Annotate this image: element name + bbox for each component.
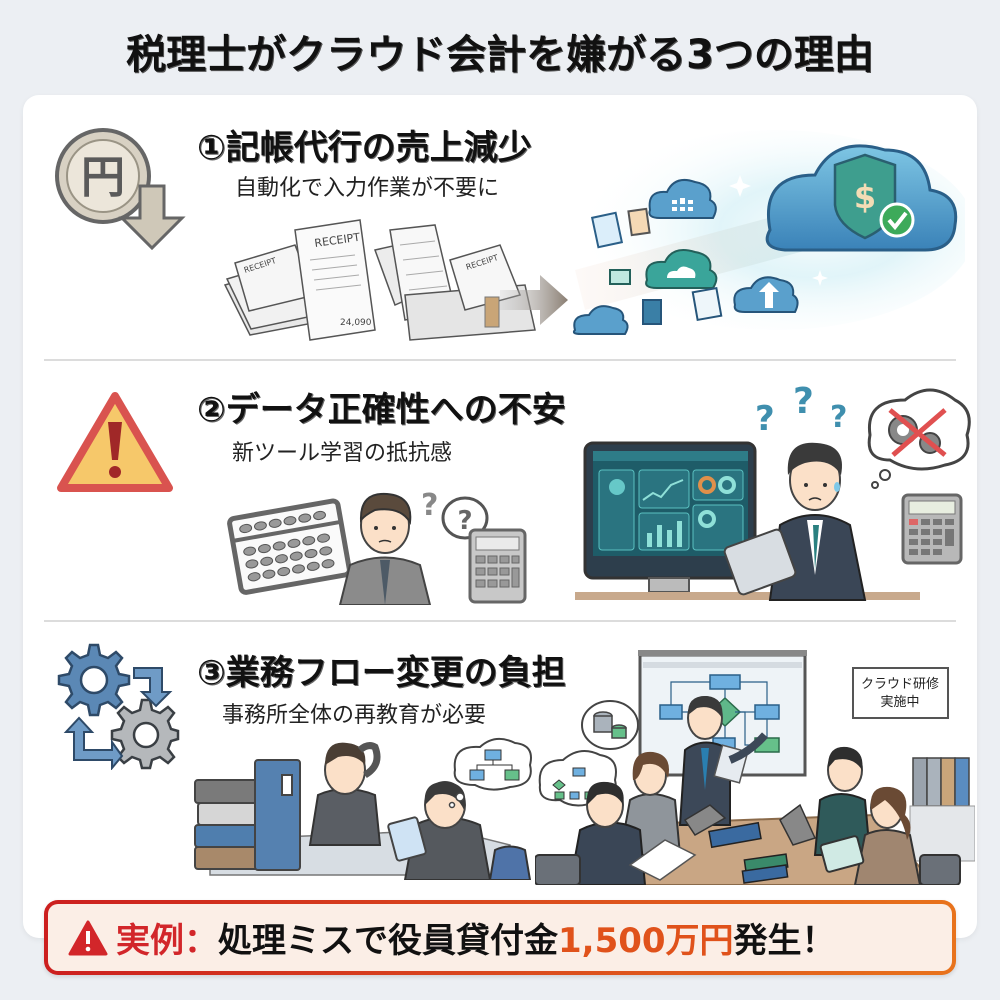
svg-text:円: 円	[81, 152, 125, 203]
section-2-title: ②データ正確性への不安	[197, 390, 566, 430]
training-meeting-illustration: クラウド研修 実施中	[535, 650, 975, 885]
yen-coin-down-arrow-icon: 円	[55, 128, 186, 251]
alert-amount: 1,500万円	[558, 921, 734, 961]
alert-label: 実例	[116, 921, 184, 961]
alert-text: 実例 ： 処理ミスで役員貸付金 1,500万円 発生！	[116, 913, 836, 962]
dashboard-monitor-man-illustration: ? ? ?	[575, 381, 971, 601]
alert-banner: 実例 ： 処理ミスで役員貸付金 1,500万円 発生！	[44, 900, 956, 975]
svg-text:?: ?	[457, 506, 472, 536]
section-1-subtitle: 自動化で入力作業が不要に	[235, 176, 500, 201]
divider-1	[44, 359, 956, 361]
svg-text:RECEIPT: RECEIPT	[314, 231, 361, 250]
office-workers-binders-illustration	[194, 737, 532, 880]
receipts-stack-illustration: RECEIPT RECEIPT RECEIPT 24,090	[223, 219, 536, 341]
section-3-title: ③業務フロー変更の負担	[197, 653, 566, 693]
svg-text:$: $	[854, 178, 876, 216]
svg-text:実施中: 実施中	[880, 694, 919, 710]
right-arrow-icon	[500, 275, 568, 325]
alert-text-before: 処理ミスで役員貸付金	[218, 921, 558, 961]
divider-2	[44, 620, 956, 622]
gears-cycle-icon	[57, 643, 180, 770]
alert-text-after: 発生！	[733, 921, 836, 961]
cloud-data-flow-illustration: $	[572, 130, 965, 335]
abacus-confused-man-illustration: ? ?	[227, 488, 527, 605]
svg-text:?: ?	[421, 488, 438, 523]
warning-icon	[68, 920, 108, 955]
svg-text:?: ?	[793, 381, 814, 422]
section-1-title: ①記帳代行の売上減少	[197, 128, 532, 168]
svg-text:24,090: 24,090	[340, 318, 372, 328]
svg-text:?: ?	[830, 400, 847, 435]
alert-colon: ：	[184, 921, 218, 961]
section-2-subtitle: 新ツール学習の抵抗感	[232, 441, 453, 466]
svg-text:?: ?	[755, 399, 775, 439]
svg-text:クラウド研修: クラウド研修	[861, 677, 939, 692]
warning-triangle-icon	[57, 392, 173, 492]
section-3-subtitle: 事務所全体の再教育が必要	[222, 703, 487, 728]
page-title: 税理士がクラウド会計を嫌がる3つの理由	[126, 32, 874, 78]
